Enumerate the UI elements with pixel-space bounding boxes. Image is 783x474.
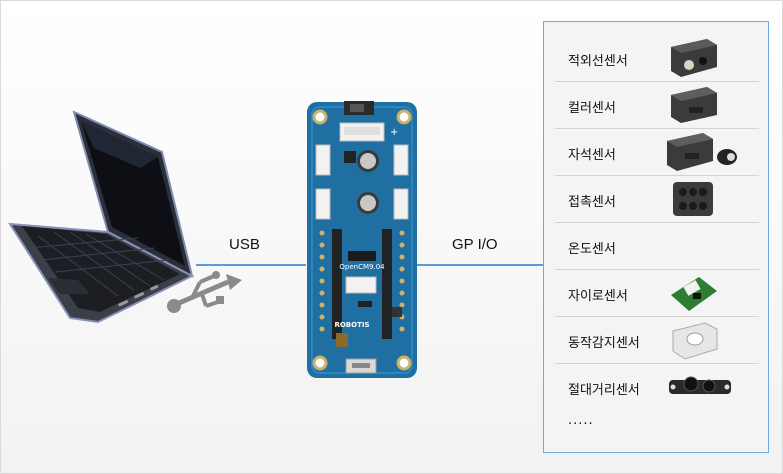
gpio-connection-line xyxy=(417,264,544,266)
sensor-name: 자석센서 xyxy=(568,148,616,163)
sensor-row-temperature: 온도센서 xyxy=(555,223,759,270)
sensor-row-ir: 적외선센서 xyxy=(555,35,759,82)
sensor-row-distance: 절대거리센서 xyxy=(555,364,759,411)
more-sensors-ellipsis: ····· xyxy=(568,417,594,432)
sensor-name: 동작감지센서 xyxy=(568,336,640,351)
usb-connection-line xyxy=(196,264,306,266)
sensor-row-magnetic: 자석센서 xyxy=(555,129,759,176)
laptop-icon xyxy=(8,110,195,324)
svg-text:+: + xyxy=(390,127,398,138)
color-sensor-icon xyxy=(671,87,717,123)
board-model-label: OpenCM9.04 xyxy=(339,263,385,271)
gpio-label: GP I/O xyxy=(452,236,498,253)
gyro-sensor-icon xyxy=(671,277,717,311)
opencm-board: + OpenCM9.04 ROBOTIS xyxy=(307,101,417,378)
sensor-row-color: 컬러센서 xyxy=(555,82,759,129)
sensor-list-panel: 적외선센서 컬러센서 자석센서 접촉센서 xyxy=(543,21,769,453)
sensor-name: 컬러센서 xyxy=(568,101,616,116)
sensor-name: 온도센서 xyxy=(568,242,616,257)
usb-icon xyxy=(167,271,242,313)
magnetic-sensor-icon xyxy=(667,133,737,171)
sensor-name: 접촉센서 xyxy=(568,195,616,210)
sensor-row-touch: 접촉센서 xyxy=(555,176,759,223)
ir-sensor-icon xyxy=(671,39,717,77)
distance-sensor-icon xyxy=(669,376,731,394)
sensor-name: 자이로센서 xyxy=(568,289,628,304)
motion-sensor-icon xyxy=(672,322,718,360)
usb-label: USB xyxy=(229,236,260,253)
sensor-row-motion: 동작감지센서 xyxy=(555,317,759,364)
sensor-row-gyro: 자이로센서 xyxy=(555,270,759,317)
sensor-name: 절대거리센서 xyxy=(568,383,640,398)
sensor-name: 적외선센서 xyxy=(568,54,628,69)
touch-sensor-icon xyxy=(673,182,713,216)
board-brand-label: ROBOTIS xyxy=(334,321,369,329)
